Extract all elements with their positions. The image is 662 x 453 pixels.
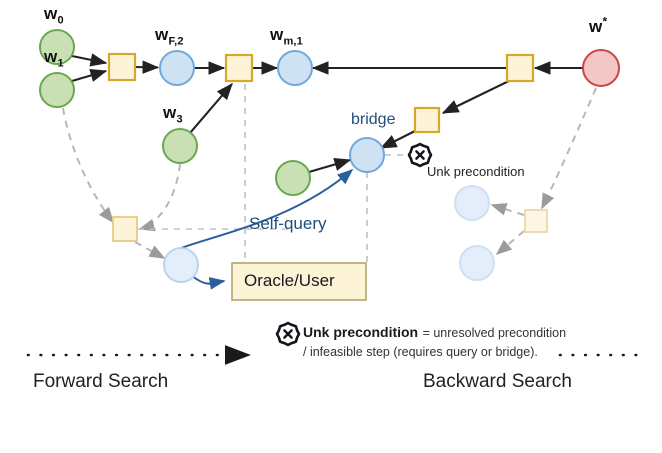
label-wm1: wm,1	[270, 25, 303, 48]
dash-backward-action-state1	[490, 203, 525, 216]
node-faded-forward-state[interactable]	[163, 247, 199, 283]
dash-backward-action-state2	[495, 230, 525, 256]
label-w3: w3	[163, 103, 183, 126]
curve-selfquery-to-bridge	[175, 168, 354, 251]
label-wstar: w*	[589, 14, 608, 36]
faded-forward-edges	[62, 107, 181, 259]
dash-wstar-backward-action	[541, 87, 597, 210]
dash-w3-faded-action	[138, 163, 181, 232]
edge-w3-action2	[189, 83, 233, 134]
action-faded-backward[interactable]	[524, 209, 548, 233]
footer-backward-search: Backward Search	[423, 371, 572, 392]
dash-faded-action-faded-state	[134, 241, 166, 259]
node-w0[interactable]	[39, 29, 75, 65]
forward-edges	[71, 53, 583, 174]
node-wstar[interactable]	[582, 49, 620, 87]
legend-line-2: / infeasible step (requires query or bri…	[303, 345, 538, 359]
node-faded-backward-state-2[interactable]	[459, 245, 495, 281]
node-w1[interactable]	[39, 72, 75, 108]
edge-bridgeaction-bridge	[379, 130, 416, 149]
edge-w1-action	[71, 68, 108, 83]
node-green-support[interactable]	[275, 160, 311, 196]
action-group	[107, 52, 548, 242]
edge-green-bridge	[308, 157, 352, 174]
legend-term: Unk precondition	[303, 324, 419, 340]
label-w0: w0	[44, 4, 64, 27]
node-bridge[interactable]	[349, 137, 385, 173]
node-group	[39, 29, 620, 283]
faded-backward-edges	[490, 87, 597, 256]
self-query-edges	[175, 168, 354, 290]
edge-w0-action	[71, 53, 108, 67]
legend-line-1: Unk precondition = unresolved preconditi…	[303, 324, 566, 342]
footer-forward-search: Forward Search	[33, 371, 169, 392]
node-wF2[interactable]	[159, 50, 195, 86]
oracle-user-label: Oracle/User	[244, 271, 335, 290]
unk-precondition-marker-icon	[407, 142, 433, 168]
label-bridge: bridge	[351, 111, 396, 128]
edge-goalaction-bridgeaction	[441, 79, 512, 114]
action-bridge[interactable]	[413, 106, 441, 134]
node-faded-backward-state-1[interactable]	[454, 185, 490, 221]
dash-w1-faded-action	[62, 107, 115, 224]
legend-unk-precondition-icon	[275, 321, 301, 347]
action-merge[interactable]	[107, 52, 137, 82]
oracle-user-box[interactable]	[231, 262, 367, 301]
action-mid[interactable]	[224, 53, 254, 83]
action-goal[interactable]	[505, 53, 535, 83]
edge-action-wF2	[135, 60, 160, 74]
legend-definition-1: = unresolved precondition	[422, 326, 567, 340]
label-wF2: wF,2	[155, 25, 184, 48]
unk-precondition-inline-label: Unk precondition	[427, 164, 525, 179]
node-wm1[interactable]	[277, 50, 313, 86]
dashed-guides	[138, 84, 406, 262]
curve-state-to-oracle	[191, 275, 226, 290]
label-w1: w1	[44, 47, 64, 70]
label-self-query: Self-query	[249, 214, 327, 233]
action-faded-forward[interactable]	[112, 216, 138, 242]
node-w3[interactable]	[162, 128, 198, 164]
